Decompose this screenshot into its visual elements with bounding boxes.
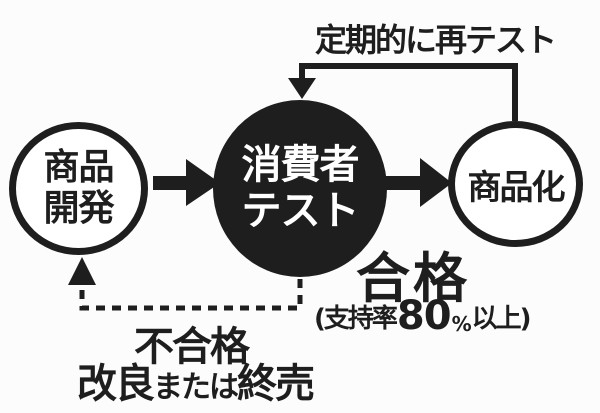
fail-label: 不合格 [134,324,250,370]
pass-note: (支持率 80 % 以上) [314,293,532,339]
node-consumer-test-label: 消費者 テスト [241,142,360,234]
flow-arrow-dev-to-test-icon [153,159,220,206]
pass-label: 合格 [356,247,470,310]
fail-dashed-line [79,279,303,311]
fail-action-or: または [153,370,239,405]
fail-up-arrowhead-icon [68,257,96,285]
node-commercialization: 商品化 [448,121,583,247]
pass-note-open: (支持率 [314,303,398,334]
retest-label: 定期的に再テスト [314,21,557,59]
pass-note-percent: % [451,312,472,336]
fail-action-label: 改良 または 終売 [77,351,315,409]
node-product-development: 商品 開発 [9,122,148,255]
pass-note-value: 80 [396,293,452,339]
node-consumer-test: 消費者 テスト [213,100,387,277]
retest-loop-line [299,63,518,121]
node-commercialization-label: 商品化 [467,167,566,208]
fail-action-improve: 改良 [77,361,155,407]
fail-action-end: 終売 [237,361,315,407]
flow-arrow-test-to-product-icon [386,158,452,207]
retest-down-arrowhead-icon [288,78,316,99]
node-product-development-label: 商品 開発 [43,147,114,229]
pass-note-close: 以上) [471,303,532,334]
